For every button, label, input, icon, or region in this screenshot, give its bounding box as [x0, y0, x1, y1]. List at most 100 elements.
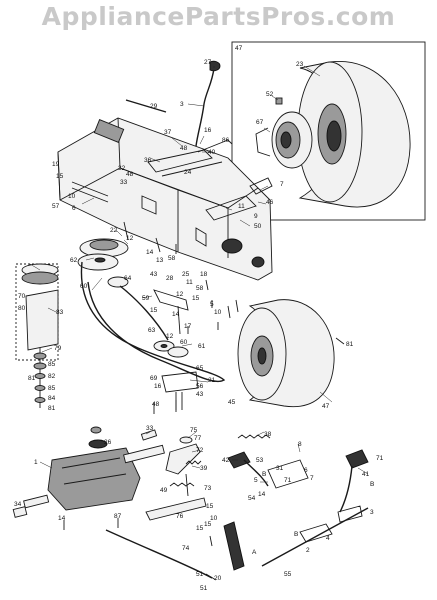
callout-82: 82	[48, 373, 56, 380]
callout-56: 56	[196, 383, 204, 390]
callout-43: 43	[150, 271, 158, 278]
callout-50: 50	[254, 223, 262, 230]
callout-40: 40	[208, 149, 216, 156]
callout-81a: 81	[346, 341, 354, 348]
callout-46: 46	[266, 199, 274, 206]
callout-14d: 14	[258, 491, 266, 498]
callout-5a: 5	[210, 301, 214, 308]
callout-13: 13	[156, 257, 164, 264]
callout-32: 32	[118, 165, 126, 172]
callout-20: 20	[214, 575, 222, 582]
callout-38: 38	[264, 431, 272, 438]
brake-pedal	[227, 451, 309, 489]
callout-15a: 15	[56, 173, 64, 180]
callout-B3: B	[294, 531, 298, 538]
callout-80: 80	[18, 305, 26, 312]
callout-60a: 60	[80, 283, 88, 290]
leader-lines	[29, 65, 369, 483]
callout-42: 42	[222, 457, 230, 464]
callout-49: 49	[160, 487, 168, 494]
callout-34: 34	[14, 501, 22, 508]
control-rod	[105, 529, 217, 581]
callout-71b: 71	[376, 455, 384, 462]
callout-28: 28	[166, 275, 174, 282]
rod	[125, 99, 167, 113]
callout-55: 55	[284, 571, 292, 578]
callout-51a: 51	[196, 571, 204, 578]
callout-7a: 7	[280, 181, 284, 188]
hubcap-fastener	[275, 97, 283, 105]
callout-21: 21	[208, 377, 216, 384]
callout-61: 61	[198, 343, 206, 350]
callout-3b: 3	[370, 509, 374, 516]
callout-51b: 51	[200, 585, 208, 592]
callout-72: 72	[196, 447, 204, 454]
callout-83: 83	[56, 309, 64, 316]
chassis-frame	[57, 117, 273, 281]
callout-15f: 15	[196, 525, 204, 532]
rear-wheel-inset	[231, 41, 426, 221]
callout-65: 65	[196, 365, 204, 372]
callout-14a: 14	[146, 249, 154, 256]
callout-6a: 6	[72, 205, 76, 212]
transaxle	[12, 426, 165, 518]
callout-77: 77	[194, 435, 202, 442]
drive-pedal	[339, 449, 369, 513]
callout-58b: 58	[196, 285, 204, 292]
callout-33a: 33	[120, 179, 128, 186]
callout-9: 9	[254, 213, 258, 220]
callout-75: 75	[190, 427, 198, 434]
pedal-spring	[237, 434, 271, 439]
callout-12c: 12	[166, 333, 174, 340]
callout-52: 52	[266, 91, 274, 98]
shift-lever	[195, 60, 221, 147]
callout-33b: 33	[146, 425, 154, 432]
callout-48a: 48	[180, 145, 188, 152]
callout-11b: 11	[186, 279, 193, 286]
callout-12b: 12	[176, 291, 184, 298]
clutch-rod	[223, 521, 245, 571]
callout-12a: 12	[126, 235, 134, 242]
callout-19: 19	[52, 161, 60, 168]
callout-11a: 11	[238, 203, 245, 210]
callout-48c: 48	[152, 401, 160, 408]
pivot-bracket	[161, 371, 199, 412]
callout-87: 87	[114, 513, 122, 520]
linkage-rod	[197, 139, 233, 153]
callout-85b: 85	[48, 385, 56, 392]
callout-60b: 60	[180, 339, 188, 346]
callout-15c: 15	[150, 307, 158, 314]
callout-43b: 43	[196, 391, 204, 398]
callout-5b: 5	[254, 477, 258, 484]
callout-36: 36	[144, 157, 152, 164]
fasteners	[63, 221, 345, 547]
front-tire	[237, 299, 335, 408]
callout-73: 73	[204, 485, 212, 492]
callout-15e: 15	[204, 521, 212, 528]
brake-bracket	[205, 177, 273, 221]
callout-81c: 81	[48, 405, 56, 412]
callout-labels: 47 23 52 67 27 29 3 37 16 86 48 40 36 24…	[14, 45, 384, 592]
watermark: AppliancePartsPros.com	[41, 2, 396, 31]
callout-7b: 7	[310, 475, 314, 482]
callout-1: 1	[34, 459, 38, 466]
callout-58a: 58	[168, 255, 176, 262]
callout-47: 47	[235, 45, 243, 52]
cross-bar	[145, 497, 207, 521]
callout-70: 70	[18, 293, 26, 300]
callout-81b: 81	[28, 375, 36, 382]
callout-26: 26	[104, 439, 112, 446]
callout-31: 31	[276, 465, 284, 472]
callout-14b: 14	[172, 311, 180, 318]
callout-15d: 15	[206, 503, 214, 510]
callout-3a: 3	[180, 101, 184, 108]
callout-53: 53	[256, 457, 264, 464]
callout-64: 64	[124, 275, 132, 282]
callout-79: 79	[54, 345, 62, 352]
callout-63: 63	[148, 327, 156, 334]
seat-bracket	[147, 149, 223, 177]
drive-belt	[80, 261, 226, 382]
callout-14c: 14	[58, 515, 66, 522]
callout-86: 86	[222, 137, 230, 144]
